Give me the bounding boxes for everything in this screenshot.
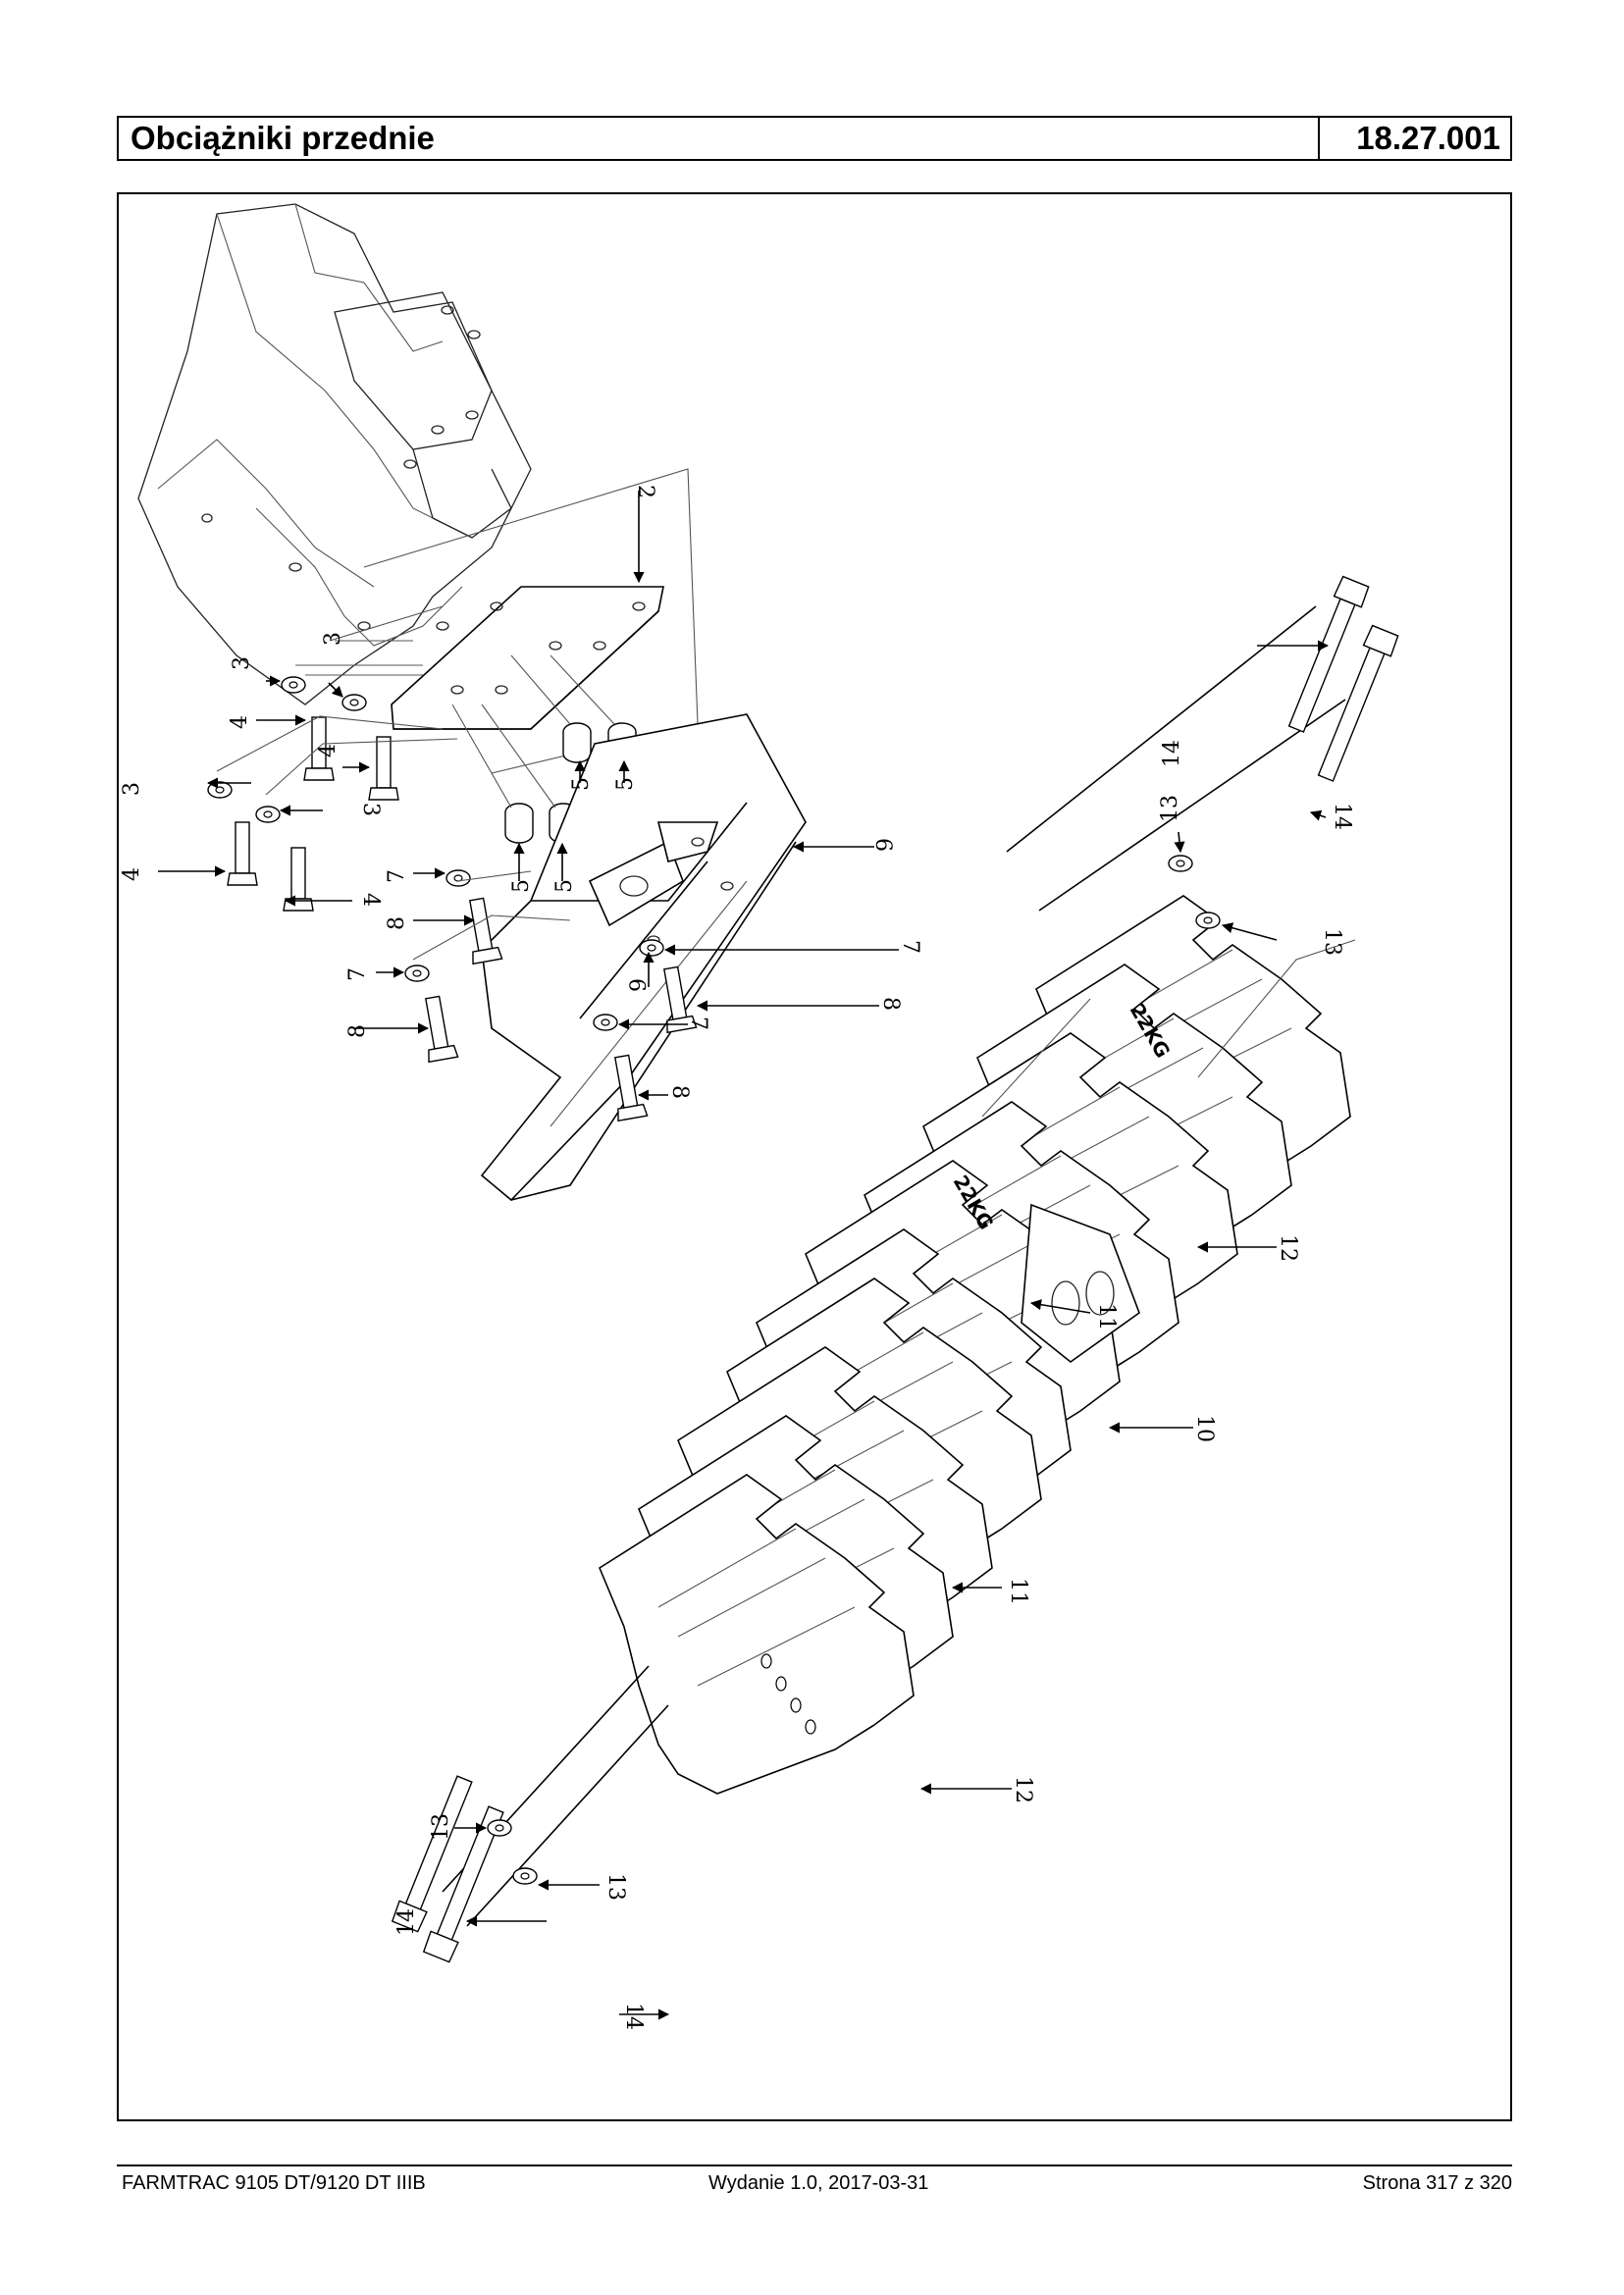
label-14a: 14: [1160, 740, 1184, 767]
label-3a: 3: [230, 656, 254, 670]
weight-carrier: [480, 713, 807, 1202]
footer-page-number: Strona 317 z 320: [1362, 2172, 1512, 2194]
footer-model: FARMTRAC 9105 DT/9120 DT IIIB: [122, 2172, 426, 2194]
label-7b: 7: [345, 967, 370, 981]
label-13a: 13: [1158, 795, 1182, 822]
label-4d: 4: [358, 893, 383, 907]
leader-lines: [158, 491, 1330, 2020]
section-code: 18.27.001: [1356, 120, 1500, 156]
label-7c: 7: [898, 940, 922, 954]
upper-left-fasteners: [207, 640, 458, 912]
label-8b: 8: [345, 1024, 370, 1038]
label-13b: 13: [1320, 928, 1344, 956]
label-5c: 5: [509, 879, 534, 893]
label-4c: 4: [120, 867, 144, 881]
label-4b: 4: [316, 744, 341, 757]
label-14c: 14: [394, 1908, 419, 1936]
page-header: Obciążniki przednie 18.27.001: [117, 116, 1512, 161]
label-4a: 4: [228, 715, 252, 729]
label-11b: 11: [1006, 1578, 1030, 1605]
label-12a: 12: [1276, 1234, 1300, 1262]
label-12b: 12: [1011, 1776, 1035, 1803]
label-7a: 7: [385, 869, 409, 883]
bushes: [451, 654, 637, 844]
suitcase-weights: 22KG 22KG: [599, 895, 1351, 1795]
label-8c: 8: [878, 997, 903, 1011]
page-title: Obciążniki przednie: [119, 118, 1320, 159]
mounting-plate: [295, 468, 699, 774]
footer-edition: Wydanie 1.0, 2017-03-31: [708, 2172, 929, 2194]
callout-labels: 2 3 3 3 3 4 4 4 4 5 5 5 5 6 7 7 7 7 8 8 …: [120, 485, 1354, 2030]
label-3d: 3: [358, 803, 383, 816]
label-11a: 11: [1094, 1303, 1119, 1330]
label-5d: 5: [552, 879, 577, 893]
label-13d: 13: [603, 1873, 628, 1901]
footer-divider: [117, 2165, 1512, 2166]
long-bolts: [391, 575, 1399, 1963]
label-2: 2: [633, 485, 657, 498]
label-8d: 8: [667, 1085, 692, 1099]
label-8a: 8: [385, 916, 409, 930]
label-6: 6: [870, 838, 895, 852]
exploded-parts-diagram: 22KG 22KG: [117, 192, 1512, 2121]
label-13c: 13: [429, 1813, 453, 1841]
label-5b: 5: [613, 777, 638, 791]
label-9: 9: [627, 978, 652, 992]
label-14b: 14: [1330, 803, 1354, 830]
label-3b: 3: [321, 632, 345, 646]
label-3c: 3: [120, 782, 144, 796]
label-14d: 14: [621, 2003, 646, 2030]
tractor-front-chassis: [137, 203, 532, 705]
label-5a: 5: [569, 777, 594, 791]
label-7d: 7: [686, 1017, 710, 1030]
label-10: 10: [1192, 1415, 1217, 1442]
